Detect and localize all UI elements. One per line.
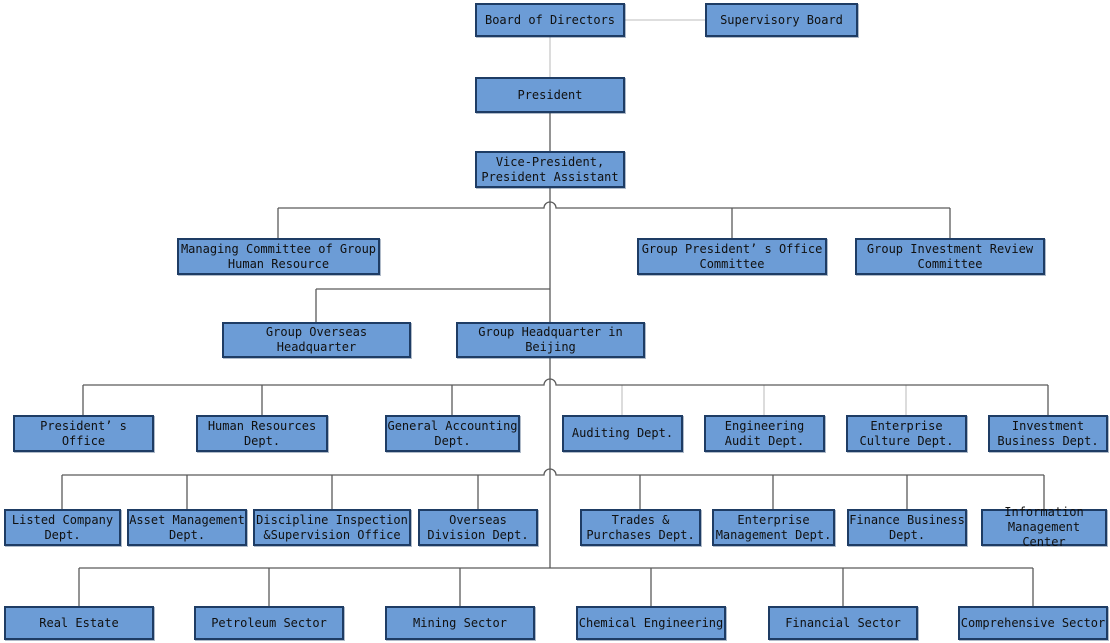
- node-mining-sector: Mining Sector: [385, 606, 535, 640]
- node-engineering-audit-dept: Engineering Audit Dept.: [704, 415, 825, 452]
- node-group-investment-review-committee: Group Investment Review Committee: [855, 238, 1045, 275]
- node-overseas-division-dept: Overseas Division Dept.: [418, 509, 538, 546]
- node-information-management-center: Information Management Center: [981, 505, 1107, 549]
- node-listed-company-dept: Listed Company Dept.: [4, 509, 121, 546]
- node-investment-business-dept: Investment Business Dept.: [988, 415, 1108, 452]
- node-managing-committee: Managing Committee of Group Human Resour…: [177, 238, 380, 275]
- node-chemical-engineering: Chemical Engineering: [576, 606, 726, 640]
- node-trades-purchases-dept: Trades & Purchases Dept.: [580, 509, 701, 546]
- node-president: President: [475, 77, 625, 113]
- node-board-of-directors: Board of Directors: [475, 3, 625, 37]
- node-enterprise-management-dept: Enterprise Management Dept.: [712, 509, 835, 546]
- node-real-estate: Real Estate: [4, 606, 154, 640]
- node-group-presidents-office-committee: Group President’ s Office Committee: [637, 238, 827, 275]
- node-comprehensive-sector: Comprehensive Sector: [958, 606, 1108, 640]
- node-supervisory-board: Supervisory Board: [705, 3, 858, 37]
- node-financial-sector: Financial Sector: [768, 606, 918, 640]
- node-human-resources-dept: Human Resources Dept.: [196, 415, 328, 452]
- node-general-accounting-dept: General Accounting Dept.: [385, 415, 520, 452]
- node-petroleum-sector: Petroleum Sector: [194, 606, 344, 640]
- node-finance-business-dept: Finance Business Dept.: [847, 509, 967, 546]
- node-asset-management-dept: Asset Management Dept.: [127, 509, 247, 546]
- node-group-overseas-headquarter: Group Overseas Headquarter: [222, 322, 411, 358]
- node-enterprise-culture-dept: Enterprise Culture Dept.: [846, 415, 967, 452]
- node-discipline-inspection-office: Discipline Inspection &Supervision Offic…: [253, 509, 411, 546]
- node-auditing-dept: Auditing Dept.: [562, 415, 683, 452]
- node-presidents-office: President’ s Office: [13, 415, 154, 452]
- node-group-headquarter-beijing: Group Headquarter in Beijing: [456, 322, 645, 358]
- node-vice-president: Vice-President, President Assistant: [475, 151, 625, 188]
